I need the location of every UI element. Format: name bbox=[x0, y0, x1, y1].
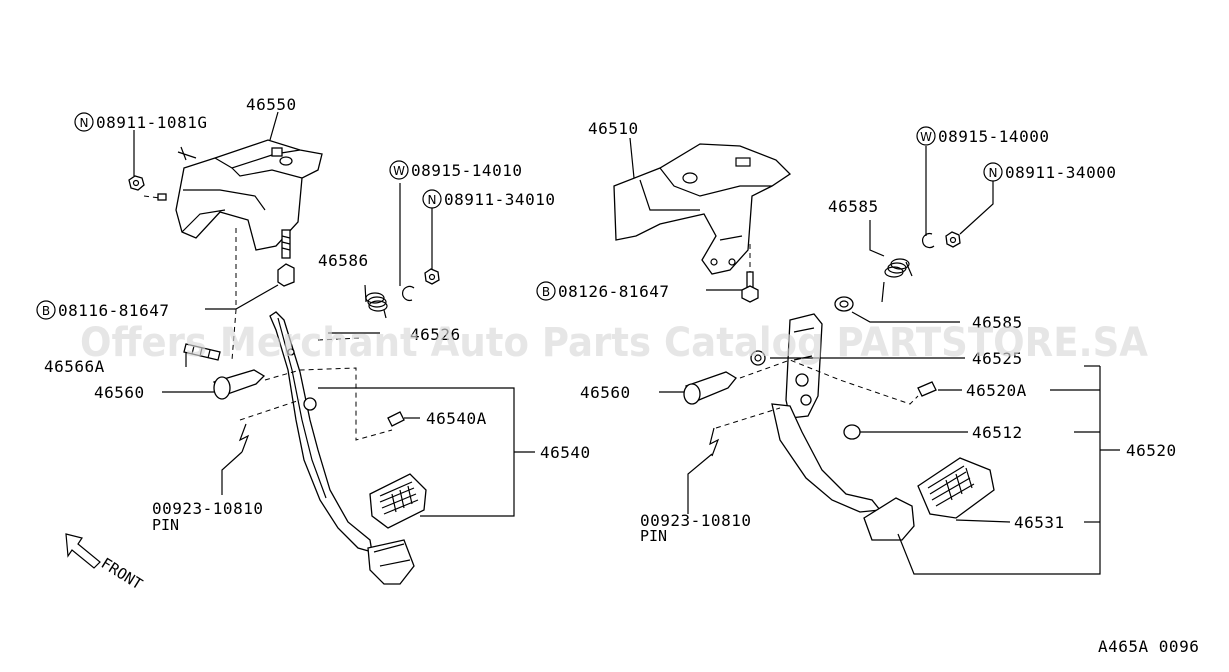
nut-08911-34000 bbox=[945, 231, 961, 248]
brake-pedal-46520 bbox=[771, 313, 915, 541]
pedal-pad-46531 bbox=[917, 457, 995, 519]
nut-08911-1081g bbox=[128, 175, 145, 191]
svg-text:B: B bbox=[42, 304, 50, 318]
label-08911-34000: 08911-34000 bbox=[1005, 163, 1116, 182]
bolt-46520a bbox=[917, 381, 937, 397]
label-08126-81647: 08126-81647 bbox=[558, 282, 669, 301]
label-08116-81647: 08116-81647 bbox=[58, 301, 169, 320]
label-pin-code-left: 00923-10810 bbox=[152, 499, 263, 518]
label-46585-bushing: 46585 bbox=[972, 313, 1023, 332]
clevis-pin-46560-right bbox=[683, 371, 737, 405]
svg-text:N: N bbox=[428, 193, 437, 207]
prefix-circle-n-1: N bbox=[74, 112, 94, 132]
label-pin-left: PIN bbox=[152, 516, 179, 534]
label-46540a: 46540A bbox=[426, 409, 487, 428]
svg-text:N: N bbox=[989, 166, 998, 180]
svg-text:W: W bbox=[393, 164, 405, 178]
label-46526: 46526 bbox=[410, 325, 461, 344]
washer-08915-14000 bbox=[922, 232, 935, 249]
label-pin-code-right: 00923-10810 bbox=[640, 511, 751, 530]
label-front: FRONT bbox=[98, 554, 146, 593]
bolt-08126-81647 bbox=[741, 271, 759, 303]
stopper-46512 bbox=[843, 424, 861, 440]
clutch-pedal-46540 bbox=[269, 311, 415, 585]
bolt-46566a bbox=[183, 343, 221, 361]
bracket-46550 bbox=[175, 139, 323, 251]
label-46531: 46531 bbox=[1014, 513, 1065, 532]
spring-46585 bbox=[881, 258, 913, 303]
label-46520a: 46520A bbox=[966, 381, 1027, 400]
front-arrow-icon bbox=[65, 533, 101, 569]
prefix-circle-b-2: B bbox=[536, 281, 556, 301]
label-46560-right: 46560 bbox=[580, 383, 631, 402]
washer-08915-14010 bbox=[402, 285, 415, 302]
label-46520: 46520 bbox=[1126, 441, 1177, 460]
label-46550: 46550 bbox=[246, 95, 297, 114]
label-pin-right: PIN bbox=[640, 527, 667, 545]
pin-clip-right bbox=[709, 427, 720, 457]
bracket-46510 bbox=[613, 143, 792, 275]
label-46585: 46585 bbox=[828, 197, 879, 216]
label-46586: 46586 bbox=[318, 251, 369, 270]
figure-code: A465A 0096 bbox=[1098, 637, 1199, 656]
prefix-circle-w-1: W bbox=[389, 160, 409, 180]
label-46566a: 46566A bbox=[44, 357, 105, 376]
svg-text:N: N bbox=[80, 116, 89, 130]
label-46525: 46525 bbox=[972, 349, 1023, 368]
svg-text:W: W bbox=[920, 130, 932, 144]
label-08915-14000: 08915-14000 bbox=[938, 127, 1049, 146]
prefix-circle-w-2: W bbox=[916, 126, 936, 146]
svg-text:B: B bbox=[542, 285, 550, 299]
spring-46586 bbox=[364, 284, 388, 319]
label-08911-34010: 08911-34010 bbox=[444, 190, 555, 209]
label-46512: 46512 bbox=[972, 423, 1023, 442]
clevis-pin-46560 bbox=[213, 369, 266, 400]
prefix-circle-b-1: B bbox=[36, 300, 56, 320]
bolt-46540a bbox=[387, 411, 405, 427]
watermark-text: Offers Merchant Auto Parts Catalog PARTS… bbox=[80, 320, 1148, 366]
pedal-pad-46540a bbox=[369, 473, 427, 529]
pin-clip-left bbox=[238, 423, 250, 453]
bolt-08116-81647 bbox=[277, 229, 295, 287]
label-08915-14010: 08915-14010 bbox=[411, 161, 522, 180]
label-46560-left: 46560 bbox=[94, 383, 145, 402]
prefix-circle-n-2: N bbox=[422, 189, 442, 209]
label-46510: 46510 bbox=[588, 119, 639, 138]
label-08911-1081g: 08911-1081G bbox=[96, 113, 207, 132]
bushing-46525 bbox=[750, 350, 766, 366]
nut-08911-34010 bbox=[424, 268, 440, 285]
label-46540: 46540 bbox=[540, 443, 591, 462]
bushing-46585 bbox=[834, 296, 854, 312]
prefix-circle-n-3: N bbox=[983, 162, 1003, 182]
